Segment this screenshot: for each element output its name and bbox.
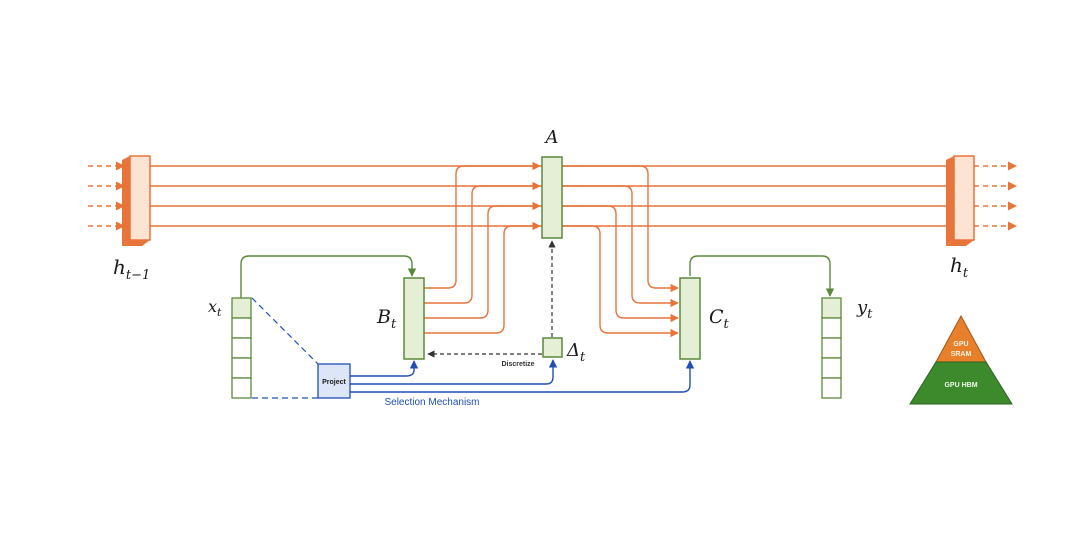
h-next-block [946, 155, 975, 246]
pyramid-hbm: GPU HBM [944, 382, 977, 389]
label-a: A [544, 127, 559, 148]
c-to-y-arrow [689, 255, 835, 297]
label-c: Ct [709, 306, 730, 332]
incoming-dashed-arrows [88, 161, 125, 231]
project-box [317, 363, 351, 399]
label-delta: Δt [566, 340, 586, 365]
b-block [403, 277, 425, 360]
outgoing-dashed-arrows [974, 161, 1017, 231]
selection-paths [350, 359, 695, 393]
b-to-state-paths [424, 161, 541, 334]
h-prev-block [122, 155, 151, 246]
y-column [821, 297, 842, 399]
label-h-next: ht [950, 253, 969, 281]
state-to-c-paths [562, 165, 679, 338]
label-y: yt [856, 297, 873, 322]
label-selection: Selection Mechanism [384, 397, 479, 408]
pyramid-sram-line1: GPU [953, 341, 968, 348]
label-discretize: Discretize [501, 361, 534, 368]
x-to-b-arrow [240, 255, 417, 298]
x-column [231, 297, 252, 399]
pyramid-sram-line2: SRAM [951, 351, 972, 358]
label-project: Project [322, 379, 346, 386]
label-h-prev: ht−1 [113, 255, 150, 283]
projection-dashes [251, 297, 319, 399]
label-b: Bt [376, 306, 397, 332]
gpu-memory-pyramid [909, 314, 1013, 405]
label-x: xt [208, 297, 222, 319]
c-block [679, 277, 701, 360]
a-block [541, 156, 563, 239]
delta-block [542, 337, 563, 358]
